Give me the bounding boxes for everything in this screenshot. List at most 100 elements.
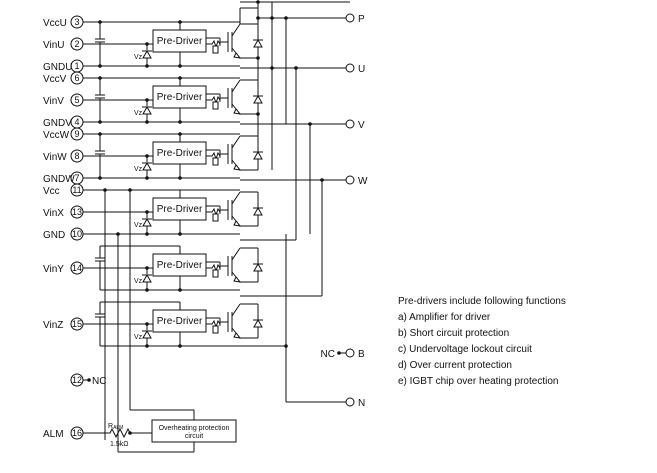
pre-driver-box-5 [152,253,207,277]
igbt-arrow [233,220,242,227]
junction-dot [98,76,102,80]
overheating-label-2: circuit [185,433,203,440]
pre-driver-box-2 [152,85,207,109]
terminal-u-circle [345,63,355,73]
pin-6-circle [70,71,84,85]
junction-dot [284,344,288,348]
sense-resistor [212,45,219,54]
junction-dot [145,344,149,348]
terminal-v-circle [345,119,355,129]
junction-dot [294,66,298,70]
terminal-n-label: N [358,398,365,409]
notes-item-a: a) Amplifier for driver [398,312,491,323]
gate-resistor [206,95,221,105]
pin-label-vinx: VinX [43,208,64,219]
pin-12-circle [70,373,84,387]
terminal-w-label: W [358,176,368,187]
notes-item-e: e) IGBT chip over heating protection [398,376,559,387]
junction-dot [178,344,182,348]
pre-driver-box-3 [152,141,207,165]
pin-16-number: 16 [72,428,82,438]
junction-dot [178,176,182,180]
terminal-n-circle [345,397,355,407]
junction-dot [284,16,288,20]
notes-item-c: c) Undervoltage lockout circuit [398,344,532,355]
junction-dot [178,120,182,124]
sense-resistor [212,101,219,110]
pin-16-circle [70,426,84,440]
pre-driver-label-6: Pre-Driver [157,316,203,327]
junction-dot [103,188,107,192]
igbt-collector [231,135,241,149]
pin-5-number: 5 [74,95,79,105]
pin-3-circle [70,15,84,29]
pin-label-vcc: Vcc [43,186,60,197]
igbt-arrow [233,52,242,59]
igbt-collector [231,23,241,37]
pin-3-number: 3 [74,17,79,27]
igbt-collector [231,191,241,205]
freewheel-diode [253,150,263,160]
freewheel-diode [253,262,263,272]
b-nc-label: NC [321,349,335,360]
junction-dot [98,176,102,180]
pin-label-alm: ALM [43,429,64,440]
gate-resistor [206,151,221,161]
junction-dot [308,122,312,126]
pre-driver-notes: Pre-drivers include following functions … [398,294,648,390]
pin-11-number: 11 [72,185,81,195]
pre-driver-label-4: Pre-Driver [157,204,203,215]
gate-resistor [206,263,221,273]
pin-13-number: 13 [72,207,82,217]
pre-driver-label-1: Pre-Driver [157,36,203,47]
junction-dot [116,232,120,236]
junction-dot [145,288,149,292]
pin-label-viny: VinY [43,264,64,275]
pin-1-number: 1 [74,61,79,71]
sense-resistor [212,157,219,166]
ralm-value: 1.5kΩ [110,441,128,448]
terminal-p-label: P [358,14,365,25]
zener-diode [142,217,152,227]
pin-label-vinu: VinU [43,40,65,51]
igbt-arrow [233,276,242,283]
pin-13-circle [70,205,84,219]
junction-dot [145,98,149,102]
circuit-wiring [83,1,350,453]
freewheel-diode [253,318,263,328]
vz-label-5: Vz [134,278,143,285]
junction-dot [145,210,149,214]
junction-dot [98,120,102,124]
terminal-u-label: U [358,64,365,75]
junction-dot [320,178,324,182]
junction-dot [87,378,91,382]
notes-item-b: b) Short circuit protection [398,328,510,339]
junction-dot [145,232,149,236]
pre-driver-label-3: Pre-Driver [157,148,203,159]
igbt-collector [231,79,241,93]
junction-dot [178,132,182,136]
junction-dot [178,20,182,24]
notes-item-d: d) Over current protection [398,360,512,371]
pre-driver-box-4 [152,197,207,221]
junction-dot [98,132,102,136]
terminal-w-circle [345,175,355,185]
gate-resistor [206,319,221,329]
pin-10-number: 10 [72,229,82,239]
pin-label-gndw: GNDW [43,174,75,185]
zener-diode [142,105,152,115]
vz-label-1: Vz [134,54,143,61]
pin-label-vinz: VinZ [43,320,63,331]
junction-dot [270,66,274,70]
junction-dot [178,76,182,80]
circuit-components [70,0,355,443]
igbt-collector [231,247,241,261]
pin-10-circle [70,227,84,241]
junction-dot [128,431,132,435]
junction-dot [178,232,182,236]
pin-4-number: 4 [74,117,79,127]
junction-dot [145,322,149,326]
vz-label-4: Vz [134,222,143,229]
ralm-label: RALM [108,423,123,431]
